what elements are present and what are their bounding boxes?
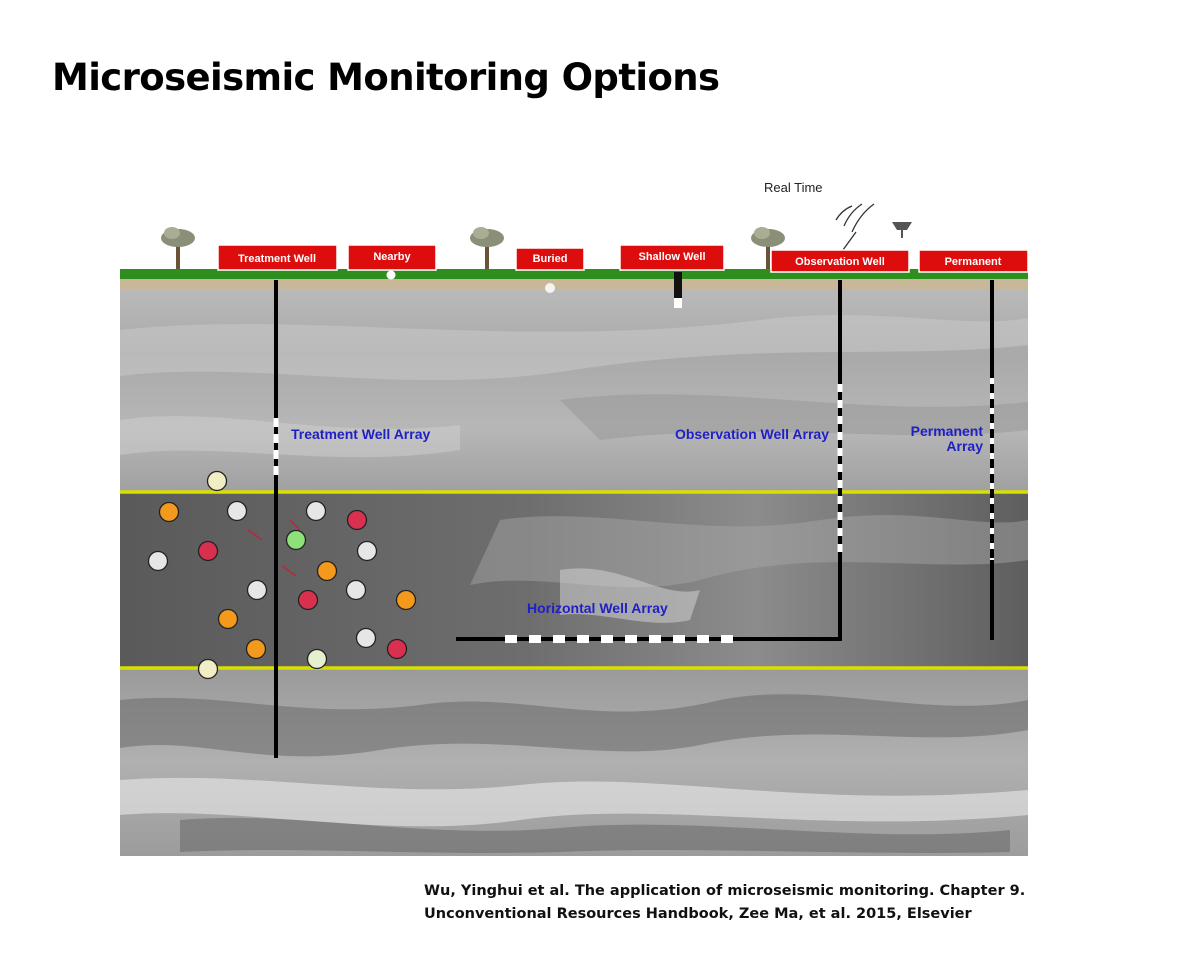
svg-text:Permanent: Permanent (945, 256, 1002, 268)
horizontal-well-array-label: Horizontal Well Array (527, 600, 668, 616)
tree-icon (470, 227, 504, 269)
citation-line-1: Wu, Yinghui et al. The application of mi… (424, 883, 1026, 899)
lower-texture-3 (180, 817, 1010, 853)
label-permanent: Permanent (918, 249, 1029, 273)
lower-formation (120, 668, 1028, 856)
event-marker (197, 658, 219, 680)
buried-sensor (545, 283, 555, 293)
event-marker (395, 589, 417, 611)
label-shallow-well: Shallow Well (619, 244, 725, 271)
observation-well-array-label: Observation Well Array (675, 426, 829, 442)
geology-layers (120, 278, 1028, 856)
svg-text:Shallow Well: Shallow Well (638, 251, 705, 263)
label-observation-well: Observation Well (770, 249, 910, 273)
tree-icon (751, 227, 785, 269)
event-marker (206, 470, 228, 492)
soil-strip (120, 278, 1028, 290)
svg-text:Nearby: Nearby (373, 251, 411, 263)
event-marker (355, 627, 377, 649)
shallow-well-bore (674, 272, 682, 298)
treatment-well-array-label: Treatment Well Array (291, 426, 430, 442)
lower-texture-1 (120, 694, 1028, 757)
page-title: Microseismic Monitoring Options (52, 56, 720, 99)
satellite-dish-icon (892, 222, 912, 238)
ground-surface (120, 269, 1028, 279)
reservoir-texture-2 (560, 568, 700, 623)
lower-texture-2 (120, 777, 1028, 827)
event-marker (197, 540, 219, 562)
upper-texture-2 (560, 394, 1028, 440)
event-marker (297, 589, 319, 611)
fracture-traces (247, 519, 301, 577)
upper-texture-3 (120, 416, 460, 458)
event-marker (346, 509, 368, 531)
event-marker (245, 638, 267, 660)
microseismic-events (147, 470, 417, 680)
event-marker (305, 500, 327, 522)
event-marker (158, 501, 180, 523)
upper-formation (120, 280, 1028, 492)
permanent-array-label-line1: Permanent (911, 423, 984, 439)
svg-text:Observation Well: Observation Well (795, 256, 885, 268)
nearby-surface-sensor (386, 270, 396, 280)
event-marker (246, 579, 268, 601)
event-marker (226, 500, 248, 522)
label-buried: Buried (515, 247, 585, 271)
label-treatment-well: Treatment Well (217, 244, 338, 271)
event-marker (345, 579, 367, 601)
reservoir-texture (470, 515, 1028, 588)
event-marker (356, 540, 378, 562)
event-marker (285, 529, 307, 551)
event-marker (386, 638, 408, 660)
upper-texture (120, 315, 1028, 381)
event-marker (306, 648, 328, 670)
signal-waves-icon (835, 203, 875, 255)
shallow-well-sensor (674, 298, 682, 308)
event-marker (316, 560, 338, 582)
citation-line-2: Unconventional Resources Handbook, Zee M… (424, 906, 972, 922)
event-marker (147, 550, 169, 572)
tree-icon (161, 227, 195, 269)
permanent-array-label-line2: Array (946, 438, 983, 454)
label-nearby: Nearby (347, 244, 437, 271)
svg-text:Treatment Well: Treatment Well (238, 253, 316, 265)
citation: Wu, Yinghui et al. The application of mi… (424, 880, 1025, 926)
event-marker (217, 608, 239, 630)
svg-text:Buried: Buried (533, 253, 568, 265)
real-time-label: Real Time (764, 180, 823, 195)
